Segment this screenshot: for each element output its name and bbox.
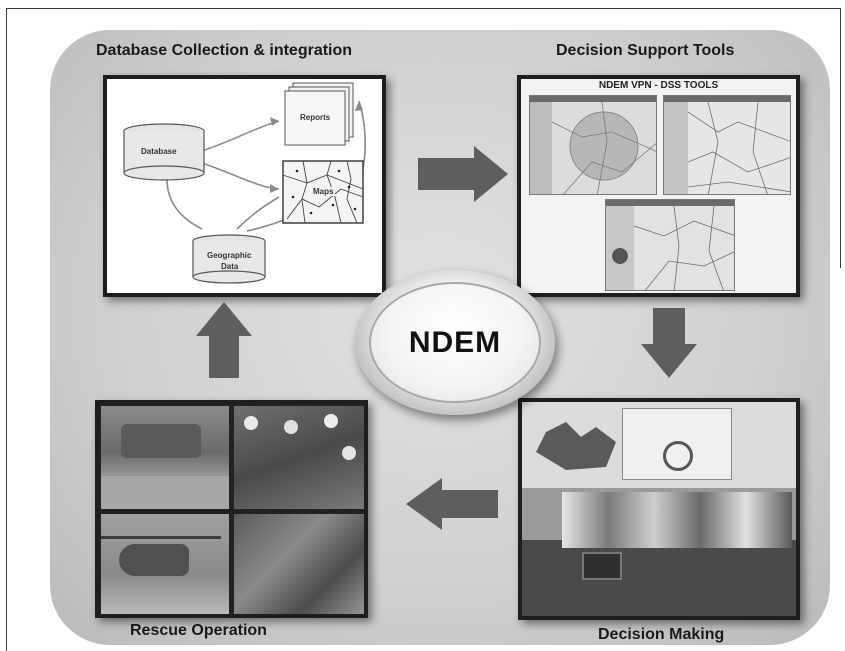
meeting-participants xyxy=(562,492,792,548)
dss-screenshot-right xyxy=(663,95,791,195)
rescue-photo-helicopter xyxy=(101,514,229,614)
projected-map xyxy=(536,422,616,470)
decision-support-tools-box: NDEM VPN - DSS TOOLS xyxy=(517,75,800,297)
geographic-node-label: Geographic xyxy=(207,251,252,260)
frame-left-line xyxy=(6,8,7,651)
frame-right-line xyxy=(840,8,841,268)
arrow-down-icon xyxy=(641,308,697,378)
ndem-center-label: NDEM xyxy=(408,325,502,359)
rescue-operation-box xyxy=(95,400,368,618)
decision-making-box xyxy=(518,398,800,620)
frame-top-line xyxy=(6,8,841,9)
arrow-right-icon xyxy=(418,146,508,202)
database-collection-title: Database Collection & integration xyxy=(96,42,353,59)
arrow-up-icon xyxy=(196,302,252,378)
laptop xyxy=(582,552,622,580)
dss-screen-heading: NDEM VPN - DSS TOOLS xyxy=(598,80,719,91)
dss-screenshot-bottom xyxy=(605,199,735,291)
maps-node-label: Maps xyxy=(311,187,336,196)
dss-screenshot-left xyxy=(529,95,657,195)
ndem-center-ellipse: NDEM xyxy=(355,270,555,415)
decision-support-tools-title: Decision Support Tools xyxy=(556,42,735,59)
reports-node-label: Reports xyxy=(300,113,331,122)
geographic-data-node-label: Data xyxy=(221,262,239,271)
rescue-photo-flood xyxy=(101,406,229,509)
database-flow-diagram xyxy=(123,82,366,284)
database-cylinder-icon xyxy=(123,123,205,181)
database-collection-box: Database Reports Maps Geographic Data xyxy=(103,75,386,297)
decision-making-title: Decision Making xyxy=(598,626,725,643)
rescue-photo-debris xyxy=(234,514,364,614)
rescue-operation-title: Rescue Operation xyxy=(130,622,267,639)
database-node-label: Database xyxy=(141,147,177,156)
arrow-left-icon xyxy=(406,478,498,530)
reports-document-icon xyxy=(284,82,354,146)
projected-dashboard xyxy=(622,408,732,480)
rescue-photo-crowd xyxy=(234,406,364,509)
geographic-data-cylinder-icon xyxy=(192,234,266,284)
meeting-table xyxy=(522,540,796,616)
